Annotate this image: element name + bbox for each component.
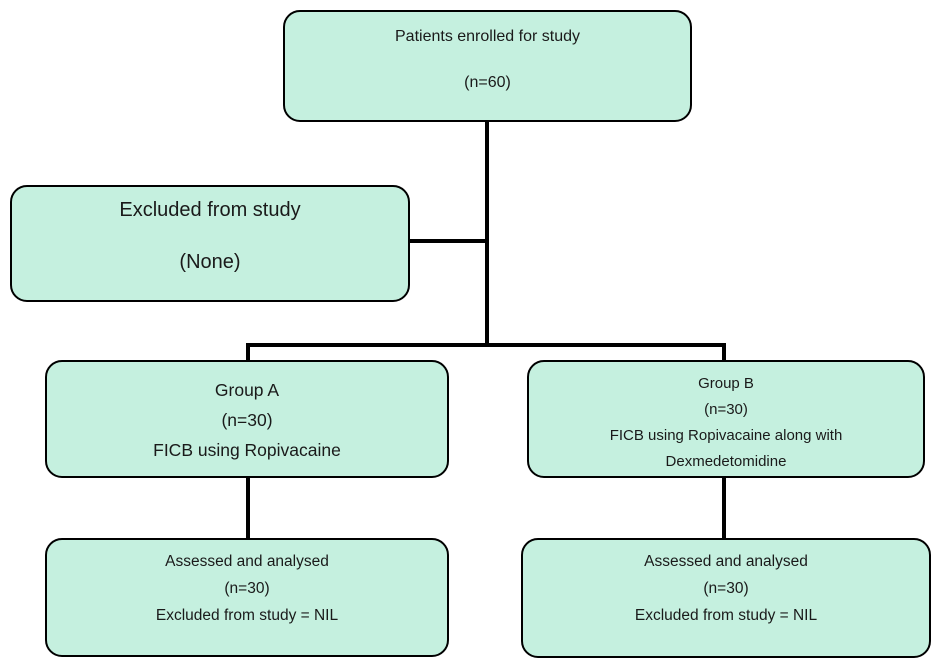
edge-branch-to-group-b [722,345,726,361]
edge-branch-horizontal [246,343,726,347]
node-group-a: Group A (n=30) FICB using Ropivacaine [45,360,449,478]
node-assessed-group-a: Assessed and analysed (n=30) Excluded fr… [45,538,449,657]
node-line: (n=30) [224,580,270,597]
node-line: (None) [179,251,241,273]
node-line: FICB using Ropivacaine [153,440,341,460]
node-line: (n=30) [221,410,273,430]
node-line: (n=30) [703,580,749,597]
node-line: Assessed and analysed [644,553,808,570]
edge-branch-to-group-a [246,345,250,361]
edge-group-a-to-assessed-a [246,476,250,539]
node-patients-enrolled: Patients enrolled for study (n=60) [283,10,692,122]
edge-branch-to-excluded [410,239,487,243]
node-line: Group B [698,375,754,392]
node-excluded-from-study: Excluded from study (None) [10,185,410,302]
node-group-b: Group B (n=30) FICB using Ropivacaine al… [527,360,925,478]
node-line: Group A [214,380,280,400]
node-line: (n=60) [464,74,511,91]
node-assessed-group-b: Assessed and analysed (n=30) Excluded fr… [521,538,931,658]
node-line: Excluded from study = NIL [155,607,339,624]
node-line: Dexmedetomidine [665,453,787,470]
node-line: (n=30) [704,401,748,418]
node-line: Patients enrolled for study [395,28,580,45]
node-line: Assessed and analysed [165,553,329,570]
node-line: Excluded from study = NIL [634,607,818,624]
edge-group-b-to-assessed-b [722,476,726,539]
edge-enrolled-to-branch [485,122,489,347]
node-line: FICB using Ropivacaine along with [609,427,843,444]
node-line: Excluded from study [119,199,301,221]
